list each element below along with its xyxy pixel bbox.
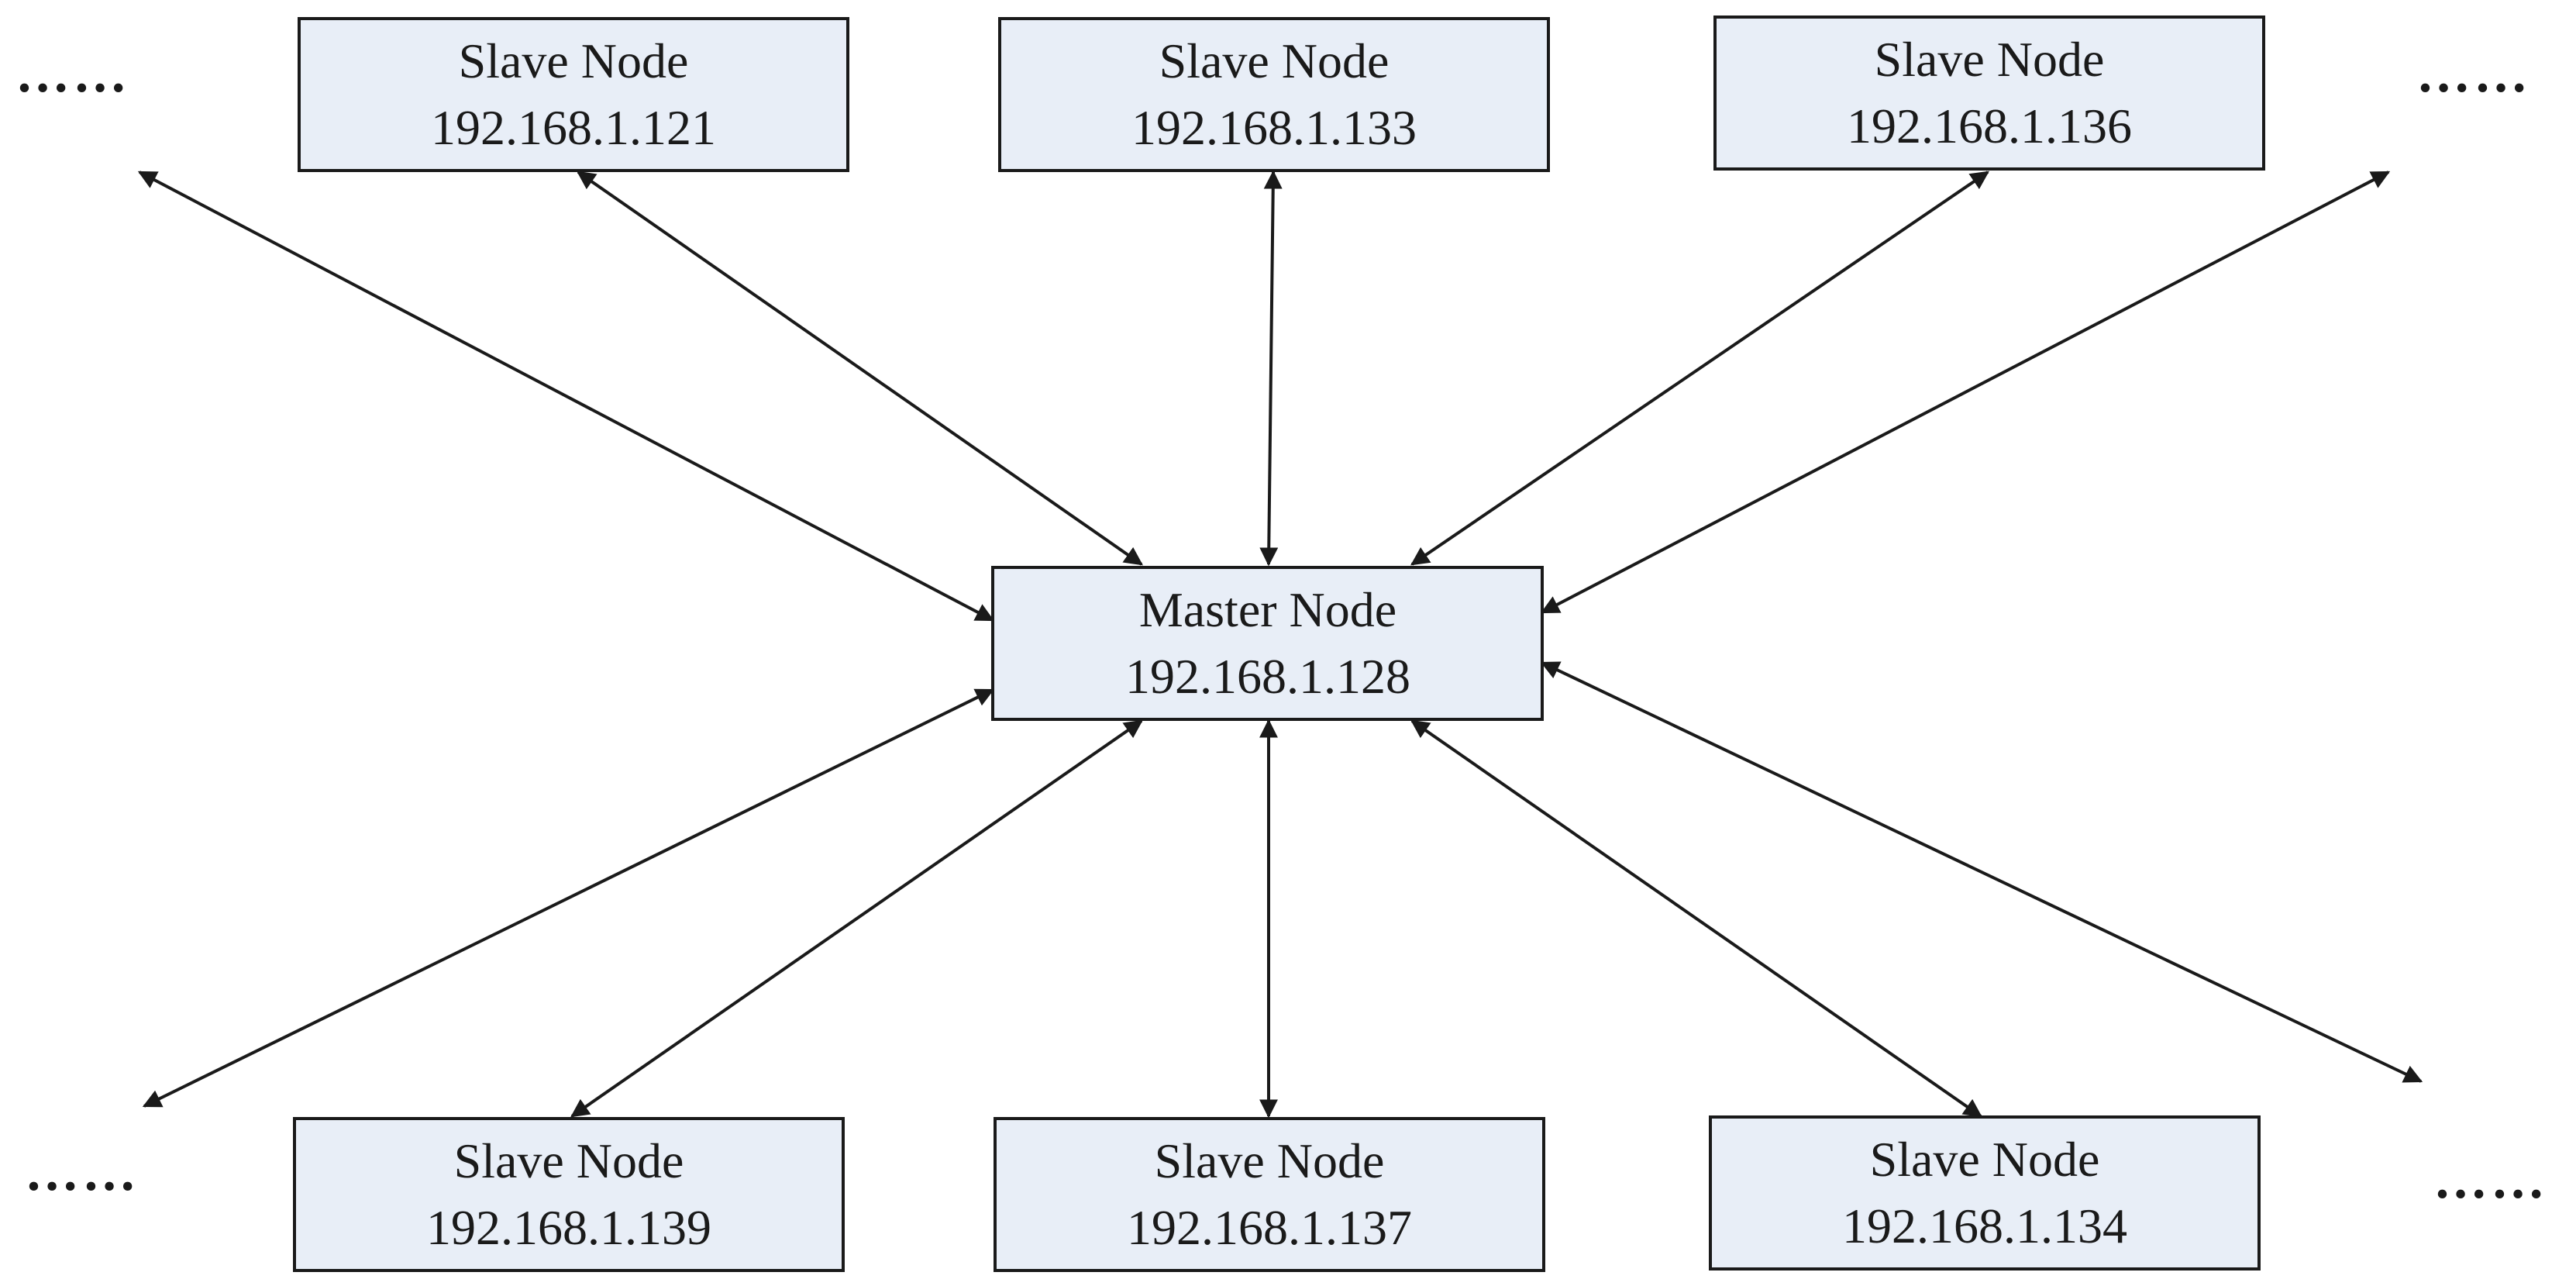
ellipsis-top-right: …… <box>2416 44 2531 104</box>
slave-node: Slave Node 192.168.1.137 <box>994 1117 1545 1272</box>
link-to-slave-134 <box>1410 719 1982 1118</box>
slave-node-title: Slave Node <box>1155 1133 1385 1188</box>
slave-node-title: Slave Node <box>1870 1132 2100 1187</box>
slave-node-box <box>998 17 1550 172</box>
master-node-title: Master Node <box>1139 582 1396 637</box>
link-to-slave-136 <box>1410 171 1989 566</box>
link-to-slave-139 <box>570 719 1143 1118</box>
slave-node-title: Slave Node <box>459 33 689 88</box>
slave-node: Slave Node 192.168.1.133 <box>998 17 1550 172</box>
master-node-ip: 192.168.1.128 <box>1125 649 1410 704</box>
slave-node: Slave Node 192.168.1.136 <box>1713 16 2265 171</box>
link-to-more-bottom-right <box>1540 661 2423 1083</box>
slave-node-ip: 192.168.1.139 <box>426 1200 711 1255</box>
slave-node-ip: 192.168.1.134 <box>1842 1198 2127 1253</box>
slave-node-box <box>1709 1115 2261 1270</box>
link-to-more-bottom-left <box>142 688 995 1108</box>
slave-node-box <box>293 1117 845 1272</box>
ellipsis-bottom-right: …… <box>2433 1150 2548 1210</box>
link-to-slave-121 <box>577 171 1143 566</box>
slave-node-ip: 192.168.1.137 <box>1127 1200 1412 1255</box>
ellipsis-top-left: …… <box>15 44 130 104</box>
slave-node-ip: 192.168.1.136 <box>1847 98 2132 153</box>
master-node: Master Node 192.168.1.128 <box>991 566 1544 721</box>
link-to-more-top-left <box>137 171 995 622</box>
link-to-more-top-right <box>1540 171 2391 614</box>
slave-node-title: Slave Node <box>1875 32 2105 87</box>
master-node-box <box>991 566 1544 721</box>
slave-node: Slave Node 192.168.1.134 <box>1709 1115 2261 1270</box>
slave-node-title: Slave Node <box>1159 33 1390 88</box>
slave-node-ip: 192.168.1.133 <box>1131 100 1417 155</box>
slave-node-box <box>1713 16 2265 171</box>
connections <box>137 170 2423 1119</box>
slave-node-box <box>298 17 849 172</box>
slave-node-box <box>994 1117 1545 1272</box>
link-to-slave-133 <box>1259 170 1283 567</box>
ellipsis-bottom-left: …… <box>25 1143 139 1202</box>
slave-node-title: Slave Node <box>454 1133 684 1188</box>
slave-node-ip: 192.168.1.121 <box>431 100 716 155</box>
slave-node: Slave Node 192.168.1.139 <box>293 1117 845 1272</box>
slave-node: Slave Node 192.168.1.121 <box>298 17 849 172</box>
